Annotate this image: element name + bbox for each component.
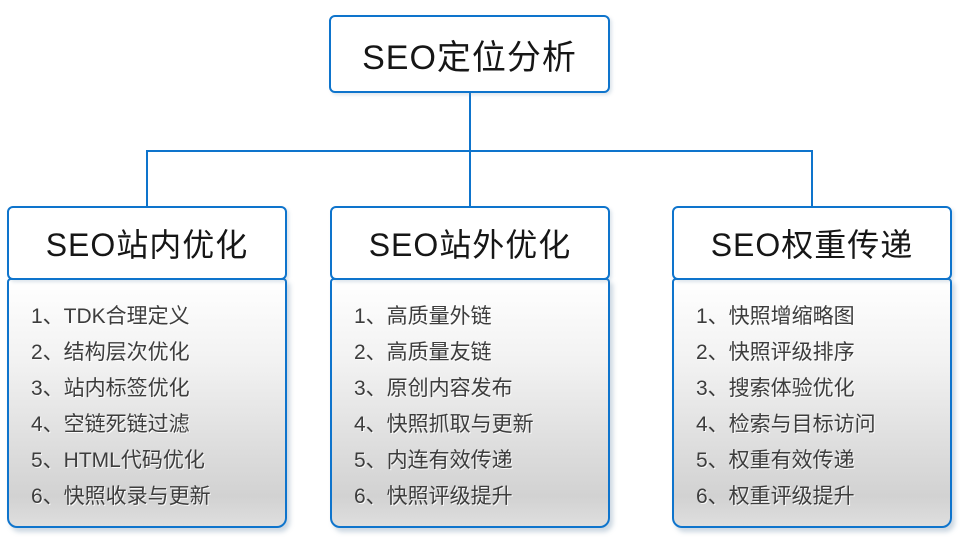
connector-horizontal-rail [146,150,813,152]
list-item: 1、高质量外链 [354,305,492,328]
branch-title: SEO站内优化 [45,227,249,263]
connector-drop-right [811,150,813,206]
list-item: 2、结构层次优化 [31,341,190,364]
list-item: 1、快照增缩略图 [696,305,855,328]
branch-onsite-optimization: SEO站内优化 1、TDK合理定义 2、结构层次优化 3、站内标签优化 4、空链… [7,206,287,528]
list-item: 5、内连有效传递 [354,449,513,472]
branch-item-panel: 1、快照增缩略图 2、快照评级排序 3、搜索体验优化 4、检索与目标访问 5、权… [672,278,952,528]
list-item: 2、快照评级排序 [696,341,855,364]
branch-title: SEO站外优化 [368,227,572,263]
list-item: 5、权重有效传递 [696,449,855,472]
root-node-title: SEO定位分析 [362,38,577,77]
list-item: 3、原创内容发布 [354,377,513,400]
branch-item-list: 1、快照增缩略图 2、快照评级排序 3、搜索体验优化 4、检索与目标访问 5、权… [696,299,940,515]
branch-header: SEO权重传递 [672,206,952,280]
list-item: 3、站内标签优化 [31,377,190,400]
list-item: 4、空链死链过滤 [31,413,190,436]
branch-item-list: 1、TDK合理定义 2、结构层次优化 3、站内标签优化 4、空链死链过滤 5、H… [31,299,275,515]
connector-root-to-center [469,93,471,206]
list-item: 6、权重评级提升 [696,485,855,508]
branch-item-panel: 1、TDK合理定义 2、结构层次优化 3、站内标签优化 4、空链死链过滤 5、H… [7,278,287,528]
list-item: 5、HTML代码优化 [31,449,205,472]
list-item: 2、高质量友链 [354,341,492,364]
list-item: 6、快照收录与更新 [31,485,211,508]
branch-header: SEO站内优化 [7,206,287,280]
list-item: 4、快照抓取与更新 [354,413,534,436]
list-item: 3、搜索体验优化 [696,377,855,400]
branch-weight-transfer: SEO权重传递 1、快照增缩略图 2、快照评级排序 3、搜索体验优化 4、检索与… [672,206,952,528]
list-item: 6、快照评级提升 [354,485,513,508]
list-item: 4、检索与目标访问 [696,413,876,436]
root-node: SEO定位分析 [329,15,610,93]
list-item: 1、TDK合理定义 [31,305,190,328]
branch-offsite-optimization: SEO站外优化 1、高质量外链 2、高质量友链 3、原创内容发布 4、快照抓取与… [330,206,610,528]
branch-item-panel: 1、高质量外链 2、高质量友链 3、原创内容发布 4、快照抓取与更新 5、内连有… [330,278,610,528]
branch-title: SEO权重传递 [710,227,914,263]
branch-item-list: 1、高质量外链 2、高质量友链 3、原创内容发布 4、快照抓取与更新 5、内连有… [354,299,598,515]
connector-drop-left [146,150,148,206]
branch-header: SEO站外优化 [330,206,610,280]
